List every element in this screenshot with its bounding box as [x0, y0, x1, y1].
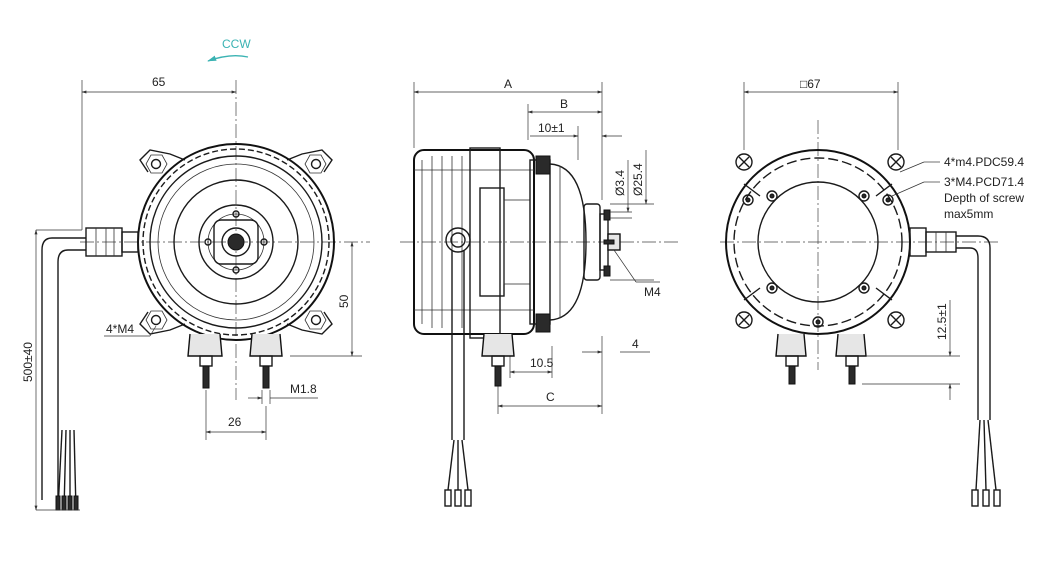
cable-entry: [445, 227, 471, 253]
shaft-icon: [227, 233, 245, 251]
screw-hole-icon: [742, 190, 894, 328]
flange-offset-label: 10±1: [538, 121, 565, 135]
shaft-end-label: 4: [632, 337, 639, 351]
ccw-arrow-icon: [207, 55, 249, 62]
terminal-size-label: M1.8: [290, 382, 317, 396]
mount-ears: [139, 149, 333, 335]
square-dim-label: □67: [800, 77, 821, 91]
corner-screw-icon: [735, 153, 905, 329]
rear-view: □67 4*m4.PDC59.4: [720, 77, 1024, 507]
cable: [41, 237, 86, 500]
holes-2-label: 3*M4.PCD71.4: [944, 175, 1024, 189]
shaft-small-dia-label: Ø3.4: [613, 170, 627, 196]
terminal-block: [187, 333, 283, 389]
front-view: CCW 65: [21, 37, 370, 511]
shaft-hub-dia-label: Ø25.4: [631, 163, 645, 196]
mount-holes-label: 4*M4: [106, 322, 134, 336]
shaft-thread-label: M4: [644, 285, 661, 299]
dim-b-label: B: [560, 97, 568, 111]
shaft-step-label: 10.5: [530, 356, 554, 370]
terminal-height-label: 12.5±1: [935, 303, 949, 340]
height-dim-label: 50: [337, 294, 351, 308]
cable-length-label: 500±40: [21, 342, 35, 382]
screw-depth-line-1: Depth of screw: [944, 191, 1024, 205]
motor-housing: [413, 149, 535, 335]
cable-gland: [85, 227, 139, 257]
ccw-label: CCW: [222, 37, 251, 51]
width-dim-label: 65: [152, 75, 166, 89]
mount-hole-icon: [145, 154, 327, 330]
dim-c-label: C: [546, 390, 555, 404]
screw-depth-line-2: max5mm: [944, 207, 993, 221]
terminal-spacing-label: 26: [228, 415, 242, 429]
dim-a-label: A: [504, 77, 512, 91]
side-view: A B 10±1: [400, 77, 680, 507]
holes-1-label: 4*m4.PDC59.4: [944, 155, 1024, 169]
